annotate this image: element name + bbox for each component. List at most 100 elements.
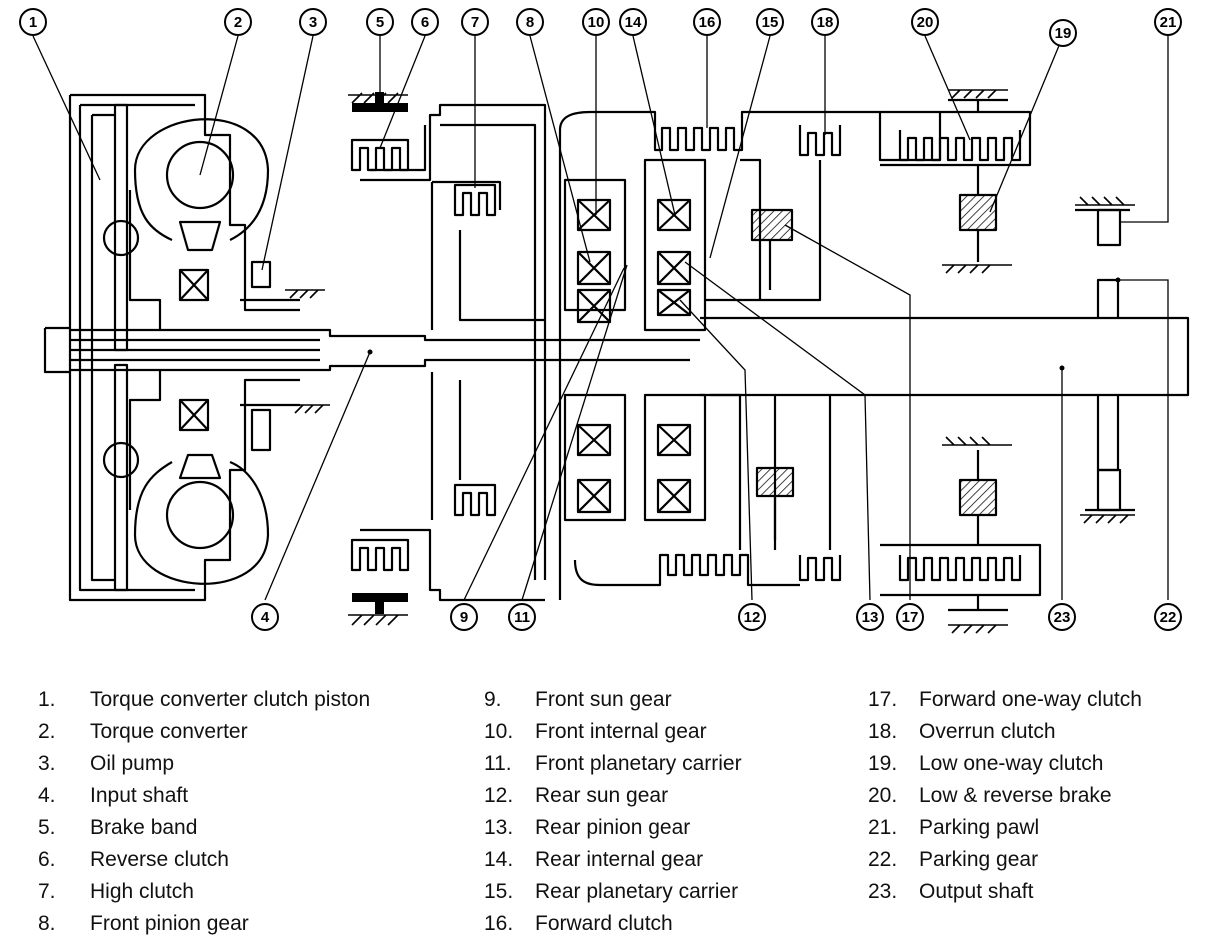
callout-number: 1 xyxy=(29,14,37,31)
rear-planetary-lower xyxy=(643,393,707,522)
callout-number: 15 xyxy=(762,14,779,31)
legend-item: 13. Rear pinion gear xyxy=(484,812,742,844)
low-reverse-brake-upper xyxy=(880,98,1032,167)
legend-item: 7. High clutch xyxy=(38,876,370,908)
legend-item-number: 22. xyxy=(868,848,898,871)
legend-item-number: 14. xyxy=(484,848,514,871)
callout-7: 7 xyxy=(461,8,489,36)
torque-converter-upper xyxy=(133,118,270,302)
legend-item-label: Oil pump xyxy=(90,752,175,775)
legend-item-label: Torque converter xyxy=(90,720,248,743)
legend-item-number: 7. xyxy=(38,880,56,903)
legend-item-number: 19. xyxy=(868,752,898,775)
low-one-way-clutch xyxy=(958,165,998,545)
callout-23: 23 xyxy=(1048,603,1076,631)
callout-6: 6 xyxy=(411,8,439,36)
legend-item-label: Rear internal gear xyxy=(535,848,704,871)
legend-item-number: 8. xyxy=(38,912,56,935)
overrun-clutch-lower xyxy=(798,555,842,582)
legend-item: 11. Front planetary carrier xyxy=(484,748,742,780)
legend-item: 9.Front sun gear xyxy=(484,684,742,716)
legend-item-label: Output shaft xyxy=(919,880,1034,903)
callout-number: 14 xyxy=(625,14,642,31)
front-planetary-lower xyxy=(563,393,627,522)
leader-lines xyxy=(32,35,1169,601)
callout-19: 19 xyxy=(1049,19,1077,47)
callout-9: 9 xyxy=(450,603,478,631)
legend-item-label: Parking gear xyxy=(919,848,1039,871)
callout-number: 13 xyxy=(862,609,879,626)
legend-item-label: Overrun clutch xyxy=(919,720,1056,743)
low-reverse-brake-lower xyxy=(880,543,1042,612)
legend-item: 17. Forward one-way clutch xyxy=(868,684,1142,716)
legend-item: 10.Front internal gear xyxy=(484,716,742,748)
callout-number: 8 xyxy=(526,14,534,31)
legend-item-number: 5. xyxy=(38,816,56,839)
legend-item: 14. Rear internal gear xyxy=(484,844,742,876)
callout-14: 14 xyxy=(619,8,647,36)
legend-item-number: 15. xyxy=(484,880,514,903)
callout-number: 19 xyxy=(1055,25,1072,42)
high-clutch-upper xyxy=(430,180,545,330)
legend-item: 21.Parking pawl xyxy=(868,812,1142,844)
callout-5: 5 xyxy=(366,8,394,36)
overrun-clutch-upper xyxy=(798,110,942,162)
legend-item-label: Front pinion gear xyxy=(90,912,249,935)
callout-number: 23 xyxy=(1054,609,1071,626)
legend-item-number: 11. xyxy=(484,752,512,775)
parking-pawl xyxy=(1075,208,1130,247)
legend-item-number: 13. xyxy=(484,816,514,839)
legend-item-number: 12. xyxy=(484,784,514,807)
output-shaft xyxy=(700,278,1190,472)
callout-number: 6 xyxy=(421,14,429,31)
leader-dots xyxy=(367,277,1121,371)
legend-item-number: 4. xyxy=(38,784,56,807)
legend-item-label: Front planetary carrier xyxy=(535,752,742,775)
legend-item-label: Brake band xyxy=(90,816,198,839)
legend-item-number: 18. xyxy=(868,720,898,743)
legend-item-label: Rear sun gear xyxy=(535,784,669,807)
callout-2: 2 xyxy=(224,8,252,36)
callout-number: 10 xyxy=(588,14,605,31)
legend-item-number: 21. xyxy=(868,816,898,839)
callout-number: 16 xyxy=(699,14,716,31)
legend-item-number: 17. xyxy=(868,688,898,711)
callout-17: 17 xyxy=(896,603,924,631)
torque-converter-housing xyxy=(68,93,300,602)
legend-item: 18. Overrun clutch xyxy=(868,716,1142,748)
callout-12: 12 xyxy=(738,603,766,631)
callout-22: 22 xyxy=(1154,603,1182,631)
callout-8: 8 xyxy=(516,8,544,36)
legend-item-label: High clutch xyxy=(90,880,194,903)
legend-item: 20.Low & reverse brake xyxy=(868,780,1142,812)
callout-number: 2 xyxy=(234,14,242,31)
callout-4: 4 xyxy=(251,603,279,631)
legend-item: 15.Rear planetary carrier xyxy=(484,876,742,908)
callout-number: 11 xyxy=(514,609,530,626)
callout-number: 20 xyxy=(917,14,934,31)
legend-item-number: 6. xyxy=(38,848,56,871)
callout-number: 9 xyxy=(460,609,468,626)
callout-11: 11 xyxy=(508,603,536,631)
callout-number: 12 xyxy=(744,609,761,626)
callout-number: 4 xyxy=(261,609,270,626)
callout-number: 17 xyxy=(902,609,919,626)
legend-item: 5. Brake band xyxy=(38,812,370,844)
legend-item-label: Rear pinion gear xyxy=(535,816,691,839)
legend-item: 6.Reverse clutch xyxy=(38,844,370,876)
callout-number: 21 xyxy=(1160,14,1177,31)
legend-item-number: 23. xyxy=(868,880,898,903)
legend-item: 8. Front pinion gear xyxy=(38,908,370,940)
legend-item: 1.Torque converter clutch piston xyxy=(38,684,370,716)
rear-planetary-upper xyxy=(643,158,707,332)
legend-item-label: Low & reverse brake xyxy=(919,784,1112,807)
callout-number: 3 xyxy=(309,14,317,31)
torque-converter-lower xyxy=(133,398,270,585)
reverse-clutch-lower xyxy=(350,528,545,602)
legend-item-number: 1. xyxy=(38,688,56,711)
legend-item-label: Forward one-way clutch xyxy=(919,688,1142,711)
callout-number: 18 xyxy=(817,14,834,31)
